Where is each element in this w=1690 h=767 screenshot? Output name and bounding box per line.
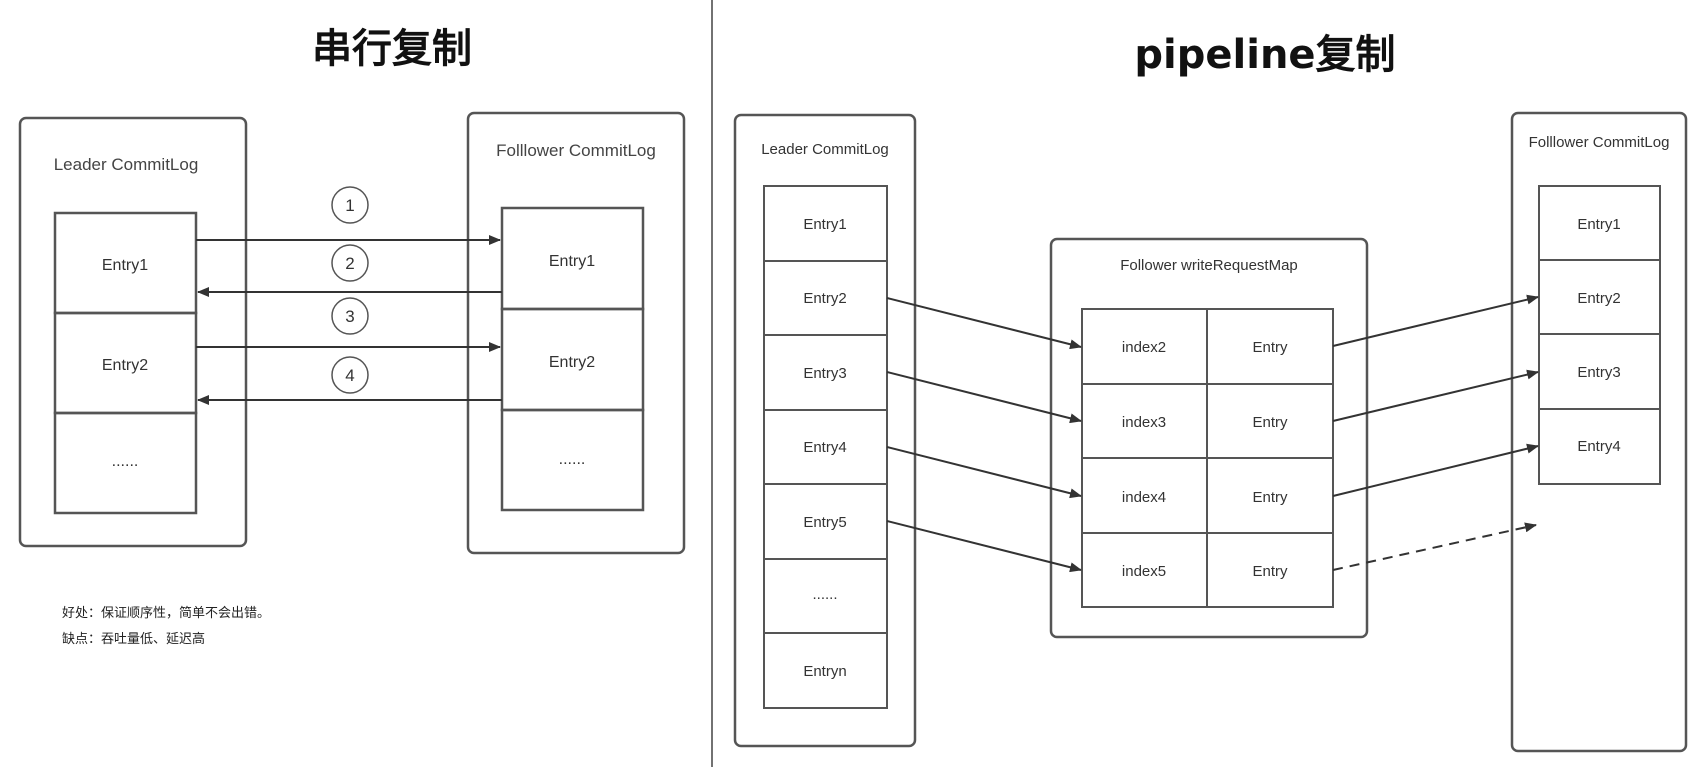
map-value-text: Entry [1252, 339, 1288, 356]
pipeline-arrow-leader-to-map [886, 371, 1082, 424]
right-follower-entry-text: Entry2 [1577, 290, 1620, 307]
right-follower-entry-text: Entry1 [1577, 216, 1620, 233]
left-leader-entry-text: Entry2 [102, 357, 148, 374]
left-leader-entry-text: Entry1 [102, 257, 148, 274]
pipeline-arrow-leader-to-map [886, 446, 1082, 499]
pipeline-arrow-map-to-follower [1332, 294, 1539, 347]
write-request-map-box [1049, 237, 1369, 639]
write-request-map-label: Follower writeRequestMap [1120, 257, 1298, 274]
pipeline-arrow-map-to-follower [1332, 443, 1539, 497]
note-pros: 好处：保证顺序性，简单不会出错。 [62, 605, 270, 621]
map-value-text: Entry [1252, 563, 1288, 580]
step-2-label: 2 [345, 254, 354, 273]
right-leader-entry-text: Entry1 [803, 216, 846, 233]
left-leader-entry-cell [53, 411, 198, 515]
step-2-circle [331, 244, 369, 282]
map-value-text: Entry [1252, 489, 1288, 506]
right-leader-entry-text: Entry4 [803, 439, 846, 456]
step-4-label: 4 [345, 366, 354, 385]
left-follower-entry-cell [500, 408, 645, 512]
right-leader-box [733, 113, 917, 748]
right-leader-entry-text: Entry3 [803, 365, 846, 382]
step-1-circle [331, 186, 369, 224]
pipeline-arrow-map-to-follower [1332, 369, 1539, 422]
step-1-label: 1 [345, 196, 354, 215]
step-3-label: 3 [345, 307, 354, 326]
left-follower-label: Folllower CommitLog [496, 141, 656, 160]
step-3-circle [331, 297, 369, 335]
pipeline-arrow-pending [1332, 522, 1537, 571]
map-index-text: index5 [1122, 563, 1166, 580]
right-follower-entry-cell [1538, 408, 1661, 485]
pipeline-arrow-leader-to-map [886, 297, 1082, 350]
right-follower-box [1510, 111, 1688, 753]
left-leader-entry-text: ...... [112, 453, 139, 470]
right-follower-label: Folllower CommitLog [1529, 134, 1670, 151]
right-leader-entry-text: Entryn [803, 663, 846, 680]
step-4-circle [331, 356, 369, 394]
map-index-text: index3 [1122, 414, 1166, 431]
left-leader-box [18, 116, 248, 548]
right-follower-entry-text: Entry4 [1577, 438, 1620, 455]
right-leader-entry-text: Entry5 [803, 514, 846, 531]
left-follower-entry-text: ...... [559, 451, 586, 468]
left-title: 串行复制 [312, 26, 472, 72]
left-leader-label: Leader CommitLog [54, 155, 199, 174]
map-index-text: index2 [1122, 339, 1166, 356]
right-leader-entry-text: Entry2 [803, 290, 846, 307]
note-cons: 缺点：吞吐量低、延迟高 [62, 631, 205, 647]
right-leader-label: Leader CommitLog [761, 141, 889, 158]
right-leader-entry-cell [763, 632, 888, 709]
left-follower-entry-text: Entry1 [549, 253, 595, 270]
map-index-text: index4 [1122, 489, 1166, 506]
pipeline-arrow-leader-to-map [886, 520, 1082, 573]
right-title: pipeline复制 [1134, 32, 1395, 78]
left-follower-entry-text: Entry2 [549, 354, 595, 371]
right-follower-entry-text: Entry3 [1577, 364, 1620, 381]
map-value-text: Entry [1252, 414, 1288, 431]
right-leader-entry-text: ...... [812, 586, 837, 603]
left-follower-box [466, 111, 686, 555]
